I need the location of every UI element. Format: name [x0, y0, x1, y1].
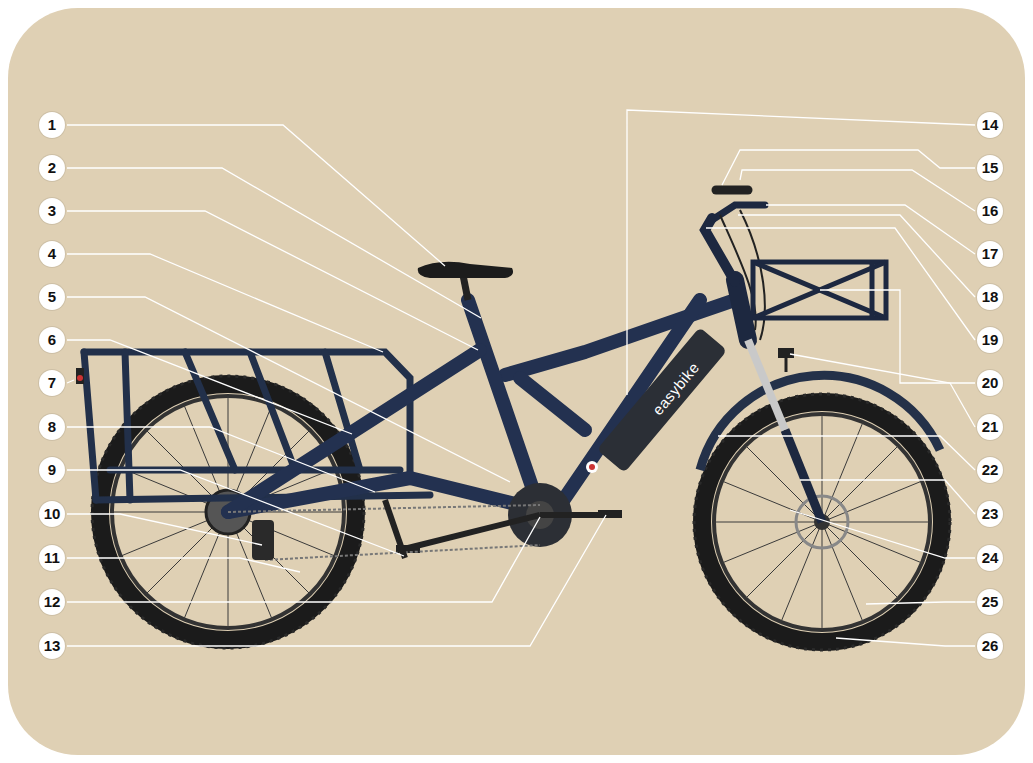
callout-number: 22: [977, 457, 1003, 483]
callout-number: 8: [39, 414, 65, 440]
callout-number: 24: [977, 545, 1003, 571]
callout-number: 17: [977, 241, 1003, 267]
callout-number: 2: [39, 155, 65, 181]
callout-number: 12: [39, 589, 65, 615]
callout-number: 23: [977, 501, 1003, 527]
callout-number: 20: [977, 370, 1003, 396]
front-wheel: [694, 394, 950, 650]
callout-number: 26: [977, 633, 1003, 659]
callout-number: 13: [39, 633, 65, 659]
callout-number: 21: [977, 414, 1003, 440]
callout-number: 15: [977, 155, 1003, 181]
callout-number: 7: [39, 370, 65, 396]
callout-number: 4: [39, 241, 65, 267]
callout-number: 14: [977, 112, 1003, 138]
callout-number: 9: [39, 457, 65, 483]
leader-lines: [67, 110, 975, 646]
callout-number: 19: [977, 327, 1003, 353]
callout-number: 16: [977, 198, 1003, 224]
callout-number: 6: [39, 327, 65, 353]
callout-number: 18: [977, 284, 1003, 310]
callout-number: 3: [39, 198, 65, 224]
callout-number: 11: [39, 545, 65, 571]
callout-number: 5: [39, 284, 65, 310]
callout-number: 25: [977, 589, 1003, 615]
callout-number: 1: [39, 112, 65, 138]
frame: [228, 300, 735, 512]
callout-number: 10: [39, 501, 65, 527]
